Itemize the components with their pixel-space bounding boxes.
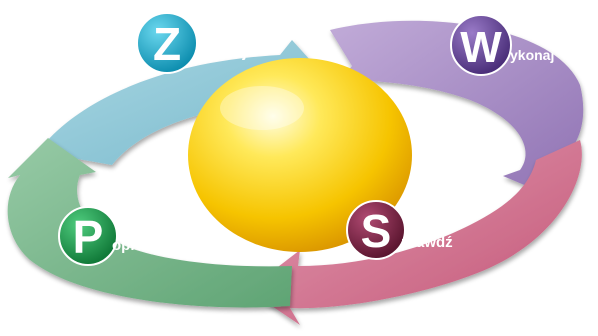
- check-initial: S: [361, 205, 392, 257]
- plan-label: aplanuj: [194, 44, 247, 61]
- do-label: ykonaj: [510, 47, 554, 63]
- act-initial: P: [73, 211, 104, 263]
- act-label: opraw: [112, 237, 157, 254]
- check-label: prawdź: [401, 234, 453, 251]
- do-initial: W: [460, 23, 502, 72]
- sphere-highlight: [220, 86, 304, 130]
- step-check: S prawdź: [347, 201, 453, 259]
- plan-initial: Z: [153, 18, 181, 70]
